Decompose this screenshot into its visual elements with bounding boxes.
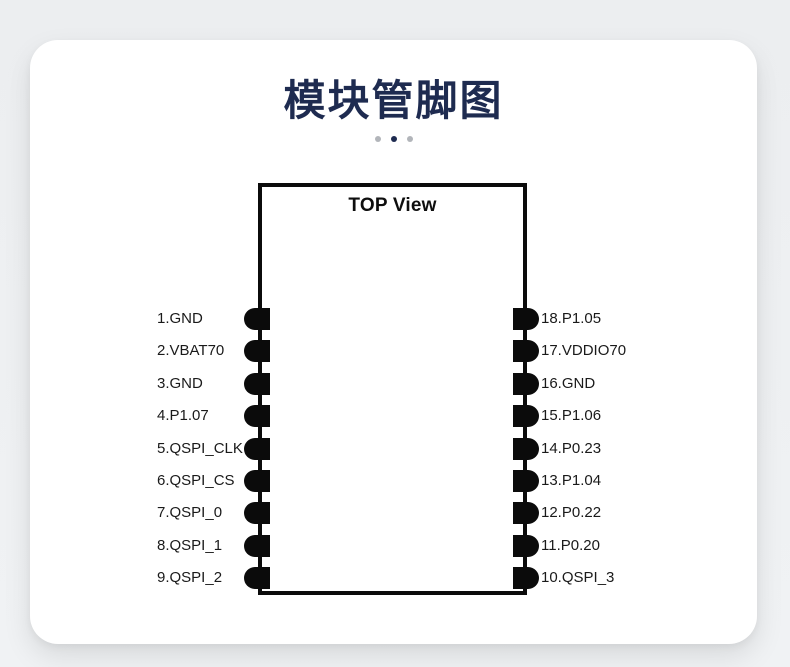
pin-label: 12.P0.22 bbox=[541, 504, 602, 521]
pin-pad-icon bbox=[513, 308, 539, 330]
pin-pad-icon bbox=[513, 535, 539, 557]
pin-pad-icon bbox=[513, 470, 539, 492]
pin-row-9: 9.QSPI_2 bbox=[157, 567, 277, 589]
pin-pad-icon bbox=[244, 438, 270, 460]
pin-pad-icon bbox=[244, 470, 270, 492]
pin-label: 1.GND bbox=[157, 310, 203, 327]
pin-pad-icon bbox=[244, 373, 270, 395]
pin-pad-icon bbox=[513, 567, 539, 589]
pin-row-5: 5.QSPI_CLK bbox=[157, 438, 277, 460]
pin-row-8: 8.QSPI_1 bbox=[157, 535, 277, 557]
dots-decoration bbox=[30, 136, 757, 142]
pin-row-11: 11.P0.20 bbox=[513, 535, 693, 557]
pin-row-10: 10.QSPI_3 bbox=[513, 567, 693, 589]
pin-row-18: 18.P1.05 bbox=[513, 308, 693, 330]
pin-row-2: 2.VBAT70 bbox=[157, 340, 277, 362]
pin-pad-icon bbox=[244, 405, 270, 427]
pin-label: 6.QSPI_CS bbox=[157, 472, 235, 489]
pin-label: 13.P1.04 bbox=[541, 472, 602, 489]
pin-row-16: 16.GND bbox=[513, 373, 693, 395]
pin-label: 18.P1.05 bbox=[541, 310, 602, 327]
pin-label: 7.QSPI_0 bbox=[157, 504, 223, 521]
pin-pad-icon bbox=[244, 340, 270, 362]
pin-row-15: 15.P1.06 bbox=[513, 405, 693, 427]
pin-row-12: 12.P0.22 bbox=[513, 502, 693, 524]
pin-pad-icon bbox=[513, 405, 539, 427]
module-outline: TOP View bbox=[258, 183, 527, 595]
pin-label: 5.QSPI_CLK bbox=[157, 440, 243, 457]
pin-pad-icon bbox=[513, 438, 539, 460]
dot-icon bbox=[374, 136, 381, 142]
pin-row-6: 6.QSPI_CS bbox=[157, 470, 277, 492]
pin-label: 10.QSPI_3 bbox=[541, 569, 615, 586]
pin-label: 8.QSPI_1 bbox=[157, 537, 223, 554]
pin-pad-icon bbox=[513, 340, 539, 362]
pin-label: 17.VDDIO70 bbox=[541, 342, 627, 359]
dot-icon bbox=[406, 136, 413, 142]
top-view-label: TOP View bbox=[348, 195, 437, 216]
pin-row-3: 3.GND bbox=[157, 373, 277, 395]
pin-label: 16.GND bbox=[541, 375, 596, 392]
pin-pad-icon bbox=[513, 502, 539, 524]
pin-pad-icon bbox=[513, 373, 539, 395]
pin-row-17: 17.VDDIO70 bbox=[513, 340, 693, 362]
pin-pad-icon bbox=[244, 502, 270, 524]
content-card: 模块管脚图 TOP View 1.GND 2.VBAT70 3.GND 4.P1… bbox=[30, 40, 757, 644]
pin-pad-icon bbox=[244, 535, 270, 557]
pin-row-7: 7.QSPI_0 bbox=[157, 502, 277, 524]
pin-pad-icon bbox=[244, 567, 270, 589]
pin-row-13: 13.P1.04 bbox=[513, 470, 693, 492]
pin-label: 9.QSPI_2 bbox=[157, 569, 223, 586]
page-title: 模块管脚图 bbox=[283, 77, 504, 124]
pin-label: 15.P1.06 bbox=[541, 407, 602, 424]
pin-row-1: 1.GND bbox=[157, 308, 277, 330]
pin-row-14: 14.P0.23 bbox=[513, 438, 693, 460]
pin-row-4: 4.P1.07 bbox=[157, 405, 277, 427]
pin-label: 14.P0.23 bbox=[541, 440, 602, 457]
dot-icon bbox=[390, 136, 397, 142]
pin-label: 2.VBAT70 bbox=[157, 342, 225, 359]
pin-label: 3.GND bbox=[157, 375, 203, 392]
pin-label: 4.P1.07 bbox=[157, 407, 209, 424]
pin-pad-icon bbox=[244, 308, 270, 330]
pin-label: 11.P0.20 bbox=[541, 537, 600, 554]
